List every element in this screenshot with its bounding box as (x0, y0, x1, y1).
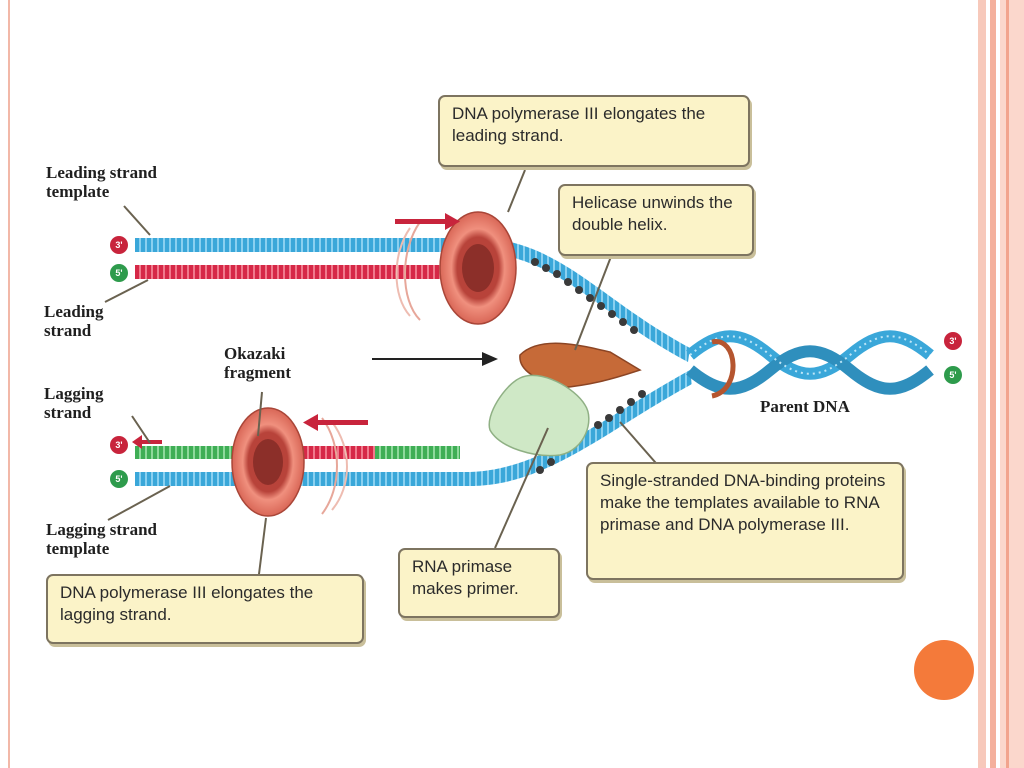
label-parent-dna: Parent DNA (760, 397, 850, 416)
callout-single-strand-binding-proteins: Single-stranded DNA-binding proteins mak… (586, 462, 904, 580)
label-leading-strand: Leading strand (44, 302, 104, 340)
slide-border-left (8, 0, 10, 768)
single-strand-binding-proteins (531, 258, 646, 474)
decorative-orange-circle (914, 640, 974, 700)
slide-border-right (978, 0, 986, 768)
dna-polymerase-iii-lagging (231, 407, 348, 517)
lagging-end-arrow (132, 435, 162, 449)
label-leading-strand-template: Leading strand template (46, 163, 157, 201)
callout-pointers (104, 169, 663, 583)
leading-direction-arrow (395, 213, 460, 230)
rna-primase-enzyme (488, 374, 590, 457)
lagging-strand-template (135, 370, 692, 486)
fork-direction-arrow (372, 352, 498, 366)
unwinding-rotation-arrow (711, 339, 736, 399)
leading-template-3prime-marker: 3' (110, 236, 128, 254)
label-lagging-strand-template: Lagging strand template (46, 520, 157, 558)
slide-border-right-outer (1000, 0, 1024, 768)
leading-strand-template (135, 238, 690, 362)
callout-helicase: Helicase unwinds the double helix. (558, 184, 754, 256)
parent-dna-3prime-marker: 3' (944, 332, 962, 350)
parent-dna-helix (686, 330, 934, 395)
callout-rna-primase: RNA primase makes primer. (398, 548, 560, 618)
parent-dna-5prime-marker: 5' (944, 366, 962, 384)
leading-strand (135, 265, 490, 279)
callout-polymerase-leading: DNA polymerase III elongates the leading… (438, 95, 750, 167)
label-okazaki-fragment: Okazaki fragment (224, 344, 292, 382)
label-lagging-strand: Lagging strand (44, 384, 104, 422)
dna-polymerase-iii-leading (395, 211, 517, 325)
leading-strand-5prime-marker: 5' (110, 264, 128, 282)
slide-border-right-stripe (990, 0, 996, 768)
lagging-strand-3prime-marker: 3' (110, 436, 128, 454)
lagging-direction-arrow (303, 414, 368, 431)
callout-polymerase-lagging: DNA polymerase III elongates the lagging… (46, 574, 364, 644)
slide-border-right-line (1006, 0, 1009, 768)
lagging-template-5prime-marker: 5' (110, 470, 128, 488)
